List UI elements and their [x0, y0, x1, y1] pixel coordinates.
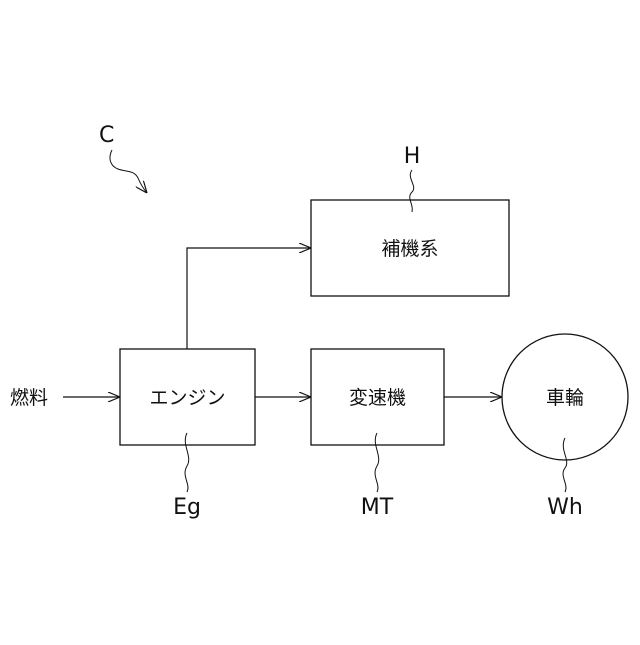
transmission-label: 変速機	[349, 387, 406, 409]
fuel-input-label: 燃料	[10, 387, 48, 409]
figure-label-arrow	[110, 150, 147, 193]
engine-to-auxiliary-arrow	[187, 248, 311, 349]
transmission-block: 変速機	[311, 349, 444, 445]
wheel-block: 車輪	[502, 334, 628, 460]
engine-label: エンジン	[149, 387, 225, 409]
auxiliary-label: 補機系	[381, 238, 438, 260]
wheel-label: 車輪	[546, 387, 584, 409]
engine-block: エンジン	[120, 349, 255, 445]
wheel-ref: Wh	[547, 495, 583, 520]
auxiliary-block: 補機系	[311, 200, 509, 296]
transmission-ref: MT	[361, 495, 394, 520]
engine-ref: Eg	[173, 495, 201, 520]
auxiliary-ref: H	[404, 144, 421, 169]
figure-label: C	[99, 123, 114, 148]
